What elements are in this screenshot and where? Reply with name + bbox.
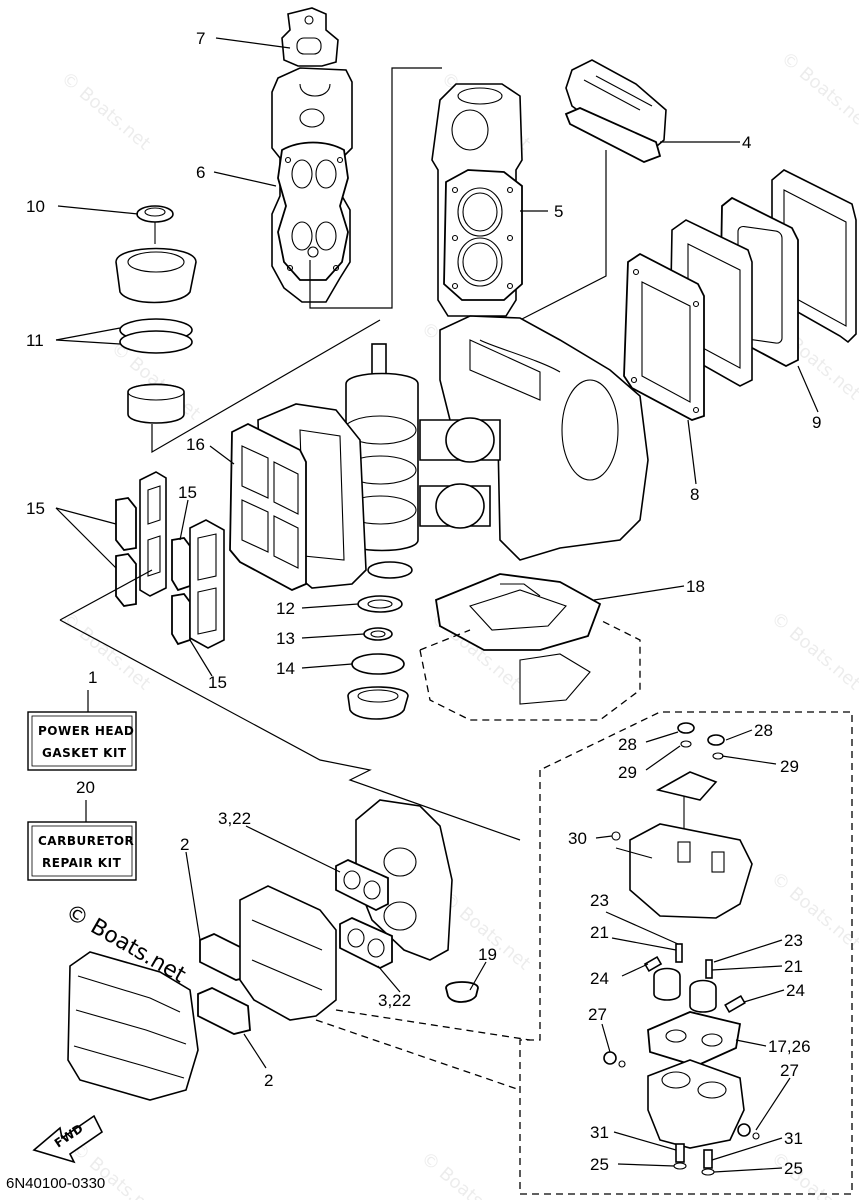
callout-23b: 23 (784, 931, 803, 950)
callout-8: 8 (690, 485, 699, 504)
thermostat-cover-group (271, 7, 442, 309)
callout-28a: 28 (618, 735, 637, 754)
callout-29b: 29 (780, 757, 799, 776)
callout-20: 20 (76, 778, 95, 797)
kit-box-carburetor[interactable]: 20 CARBURETOR REPAIR KIT (27, 778, 137, 881)
callout-19: 19 (478, 945, 497, 964)
callout-23a: 23 (590, 891, 609, 910)
base-gasket-group (59, 573, 641, 841)
callout-25b: 25 (784, 1159, 803, 1178)
callout-18: 18 (686, 577, 705, 596)
callout-13: 13 (276, 629, 295, 648)
callout-9: 9 (812, 413, 821, 432)
callout-10: 10 (26, 197, 45, 216)
watermark: © Boats.net (767, 608, 859, 695)
callout-21a: 21 (590, 923, 609, 942)
callout-4: 4 (742, 133, 751, 152)
callout-leaders (55, 37, 819, 1173)
callout-11: 11 (26, 331, 44, 350)
callout-5: 5 (554, 202, 563, 221)
cylinder-head-group (431, 83, 523, 317)
crankcase-group (257, 315, 649, 589)
watermark: © Boats.net (417, 1148, 515, 1200)
fwd-arrow: FWD (32, 1114, 104, 1164)
callout-2b: 2 (264, 1071, 273, 1090)
callout-15c: 15 (208, 673, 227, 692)
carburetor-detail-group (519, 711, 853, 1195)
callout-6: 6 (196, 163, 205, 182)
reed-gasket-16 (229, 422, 307, 591)
reed-valves-group (59, 471, 225, 649)
callout-27a: 27 (588, 1005, 607, 1024)
lower-seals-group (347, 595, 409, 720)
exhaust-plates-group (623, 169, 857, 421)
callout-31a: 31 (590, 1123, 609, 1142)
intake-silencer-group (67, 799, 531, 1101)
callout-31b: 31 (784, 1129, 803, 1148)
callout-15a: 15 (26, 499, 45, 518)
callout-17-26: 17,26 (768, 1037, 811, 1056)
callout-28b: 28 (754, 721, 773, 740)
watermark: © Boats.net (767, 868, 859, 955)
callout-3-22a: 3,22 (218, 809, 251, 828)
callout-2a: 2 (180, 835, 189, 854)
kit-box-power-head[interactable]: 1 POWER HEAD GASKET KIT (27, 668, 137, 771)
watermark: © Boats.net (777, 48, 859, 135)
callout-25a: 25 (590, 1155, 609, 1174)
watermark: © Boats.net (57, 68, 155, 155)
callout-7: 7 (196, 29, 205, 48)
callout-12: 12 (276, 599, 295, 618)
callout-24a: 24 (590, 969, 609, 988)
kit-power-head-line2: GASKET KIT (42, 746, 127, 760)
callout-29a: 29 (618, 763, 637, 782)
diagram-reference: 6N40100-0330 (6, 1175, 105, 1192)
upper-bearing-group (115, 205, 381, 454)
callout-16: 16 (186, 435, 205, 454)
kit-carburetor-line1: CARBURETOR (38, 834, 134, 848)
kit-carburetor-line2: REPAIR KIT (42, 856, 122, 870)
callout-24b: 24 (786, 981, 805, 1000)
callout-labels: 7 6 10 11 5 4 9 8 16 15 15 15 12 13 14 1… (26, 29, 821, 1178)
kit-power-head-line1: POWER HEAD (38, 724, 134, 738)
exhaust-cover-group (519, 59, 667, 321)
callout-27b: 27 (780, 1061, 799, 1080)
callout-1: 1 (88, 668, 97, 687)
callout-15b: 15 (178, 483, 197, 502)
callout-21b: 21 (784, 957, 803, 976)
watermark: © Boats.net (767, 1148, 859, 1200)
watermark: © Boats.net (57, 608, 155, 695)
callout-3-22b: 3,22 (378, 991, 411, 1010)
callout-14: 14 (276, 659, 295, 678)
callout-30: 30 (568, 829, 587, 848)
